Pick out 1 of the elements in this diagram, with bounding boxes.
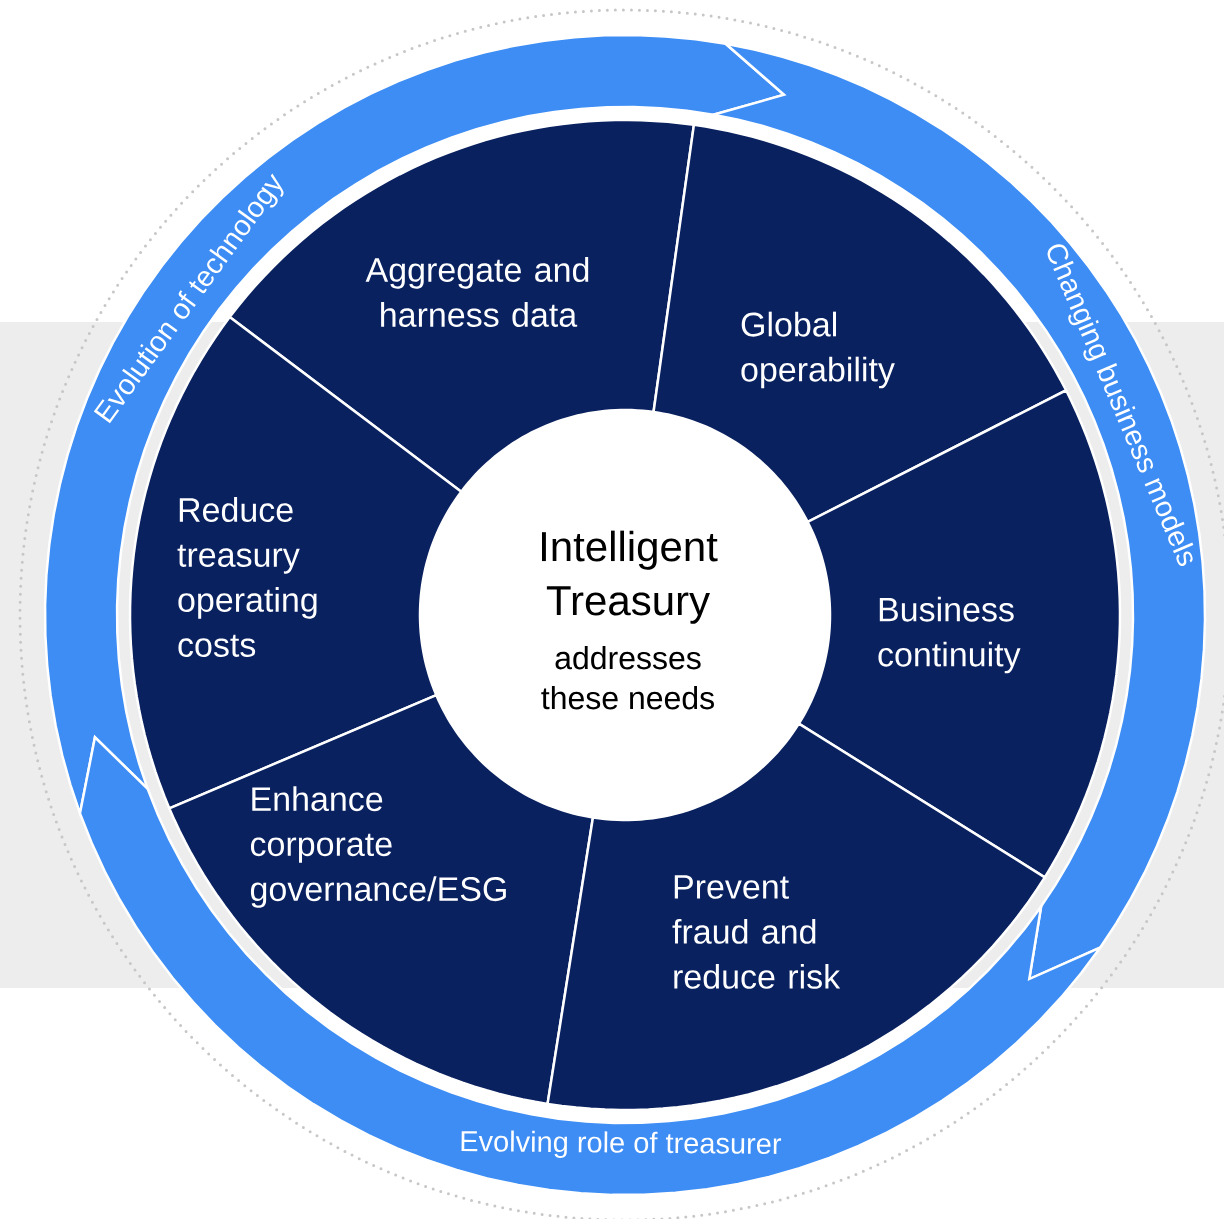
segment: Prevent fraud and reduce risk [546, 721, 1047, 1112]
